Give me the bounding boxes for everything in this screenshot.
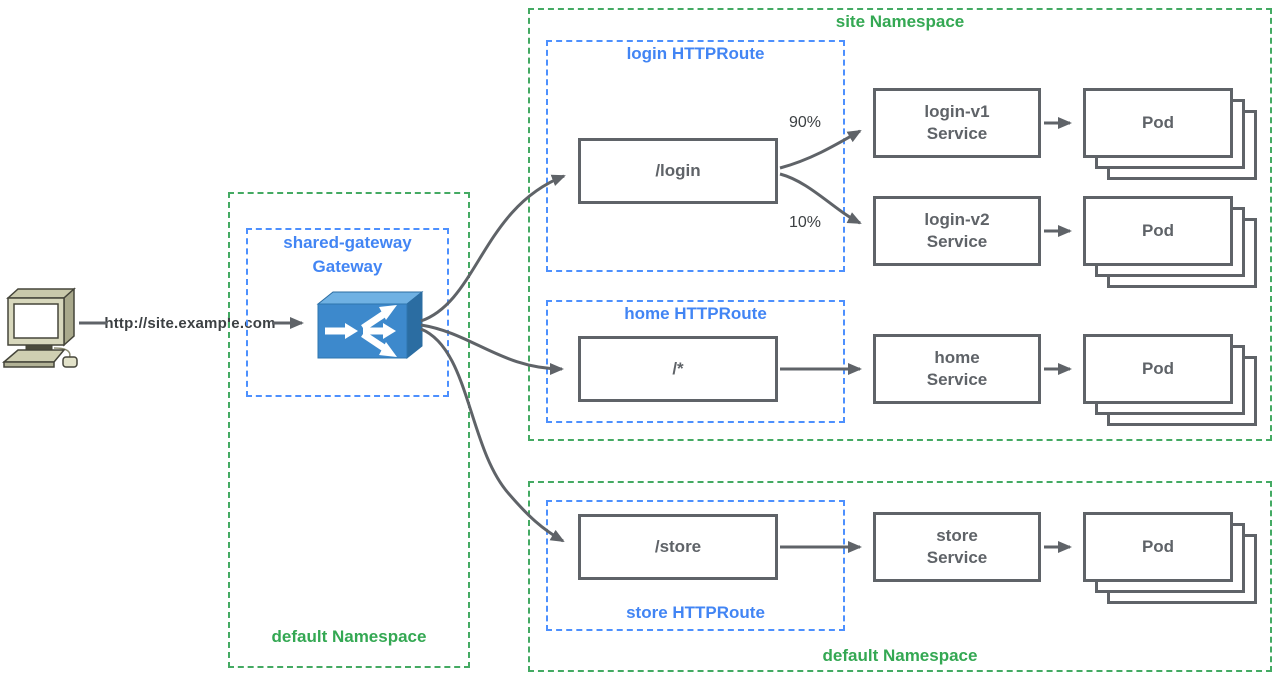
service-name: login-v2 [924,210,990,229]
login-httproute-label: login HTTPRoute [626,44,765,63]
site-namespace-label: site Namespace [835,12,965,31]
home-httproute-label: home HTTPRoute [624,304,767,323]
store-pod-stack: Pod [1083,512,1259,606]
gateway-namespace-label: default Namespace [271,627,427,646]
login-path-rule-box: /login [578,138,778,204]
home-path-rule-box: /* [578,336,778,402]
weight-10-label: 10% [788,214,821,231]
pod-box: Pod [1083,512,1233,582]
pod-label: Pod [1141,537,1175,556]
login-v1-pod-stack: Pod [1083,88,1259,182]
home-service-box: home Service [873,334,1041,404]
pod-box: Pod [1083,334,1233,404]
gateway-name-label: shared-gateway Gateway [246,231,449,279]
desktop-computer-icon [2,287,78,368]
home-pod-stack: Pod [1083,334,1259,428]
service-kind: Service [926,232,988,251]
service-name: store [936,526,978,545]
store-httproute-box [546,500,845,631]
gateway-kind: Gateway [312,257,383,276]
service-kind: Service [926,548,988,567]
store-namespace-box [528,481,1272,672]
pod-box: Pod [1083,196,1233,266]
store-path-label: /store [654,537,702,556]
service-kind: Service [926,124,988,143]
store-httproute-label: store HTTPRoute [626,603,765,622]
store-path-rule-box: /store [578,514,778,580]
service-name: login-v1 [924,102,990,121]
gateway-name: shared-gateway [283,233,412,252]
pod-label: Pod [1141,221,1175,240]
pod-box: Pod [1083,88,1233,158]
store-namespace-label: default Namespace [822,646,978,665]
home-path-label: /* [672,359,684,378]
store-service-box: store Service [873,512,1041,582]
pod-label: Pod [1141,359,1175,378]
service-kind: Service [926,370,988,389]
weight-90-label: 90% [788,114,821,131]
login-v2-service-box: login-v2 Service [873,196,1041,266]
service-name: home [934,348,980,367]
pod-label: Pod [1141,113,1175,132]
login-v1-service-box: login-v1 Service [873,88,1041,158]
client-request-url: http://site.example.com [104,315,276,332]
login-v2-pod-stack: Pod [1083,196,1259,290]
router-icon [316,290,424,360]
login-path-label: /login [655,161,701,180]
